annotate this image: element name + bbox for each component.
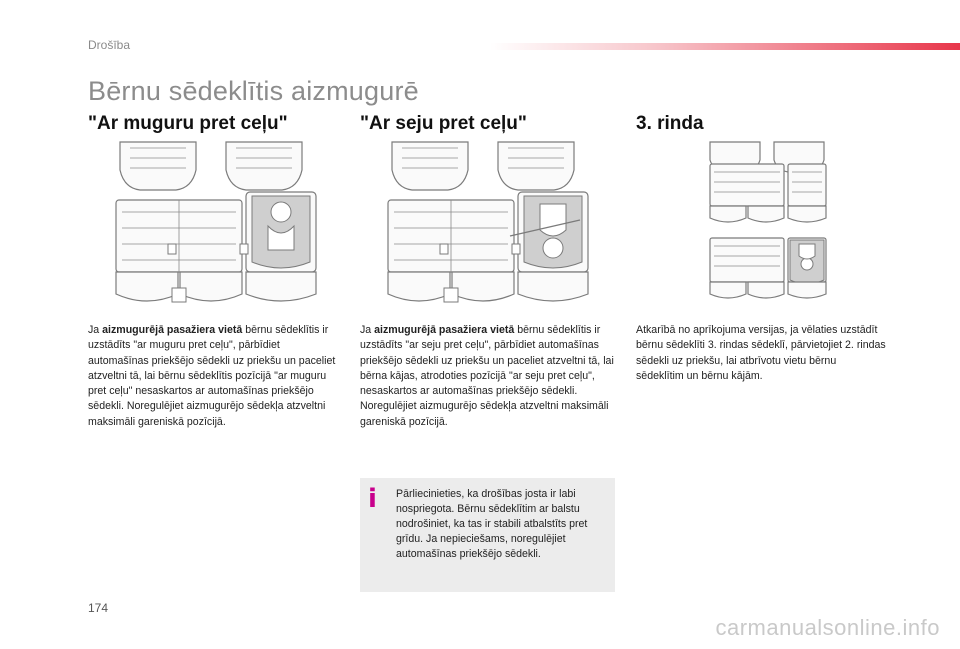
page-number: 174 — [88, 601, 109, 615]
header-accent-bar — [490, 43, 960, 50]
section-label: Drošība — [88, 38, 131, 52]
heading-rear-facing: "Ar muguru pret ceļu" — [88, 113, 288, 134]
heading-third-row: 3. rinda — [636, 113, 704, 134]
page-title: Bērnu sēdeklītis aizmugurē — [88, 76, 419, 106]
rear-facing-seat-illustration — [115, 141, 317, 303]
text-third-row: Atkarībā no aprīkojuma versijas, ja vēla… — [636, 324, 886, 382]
third-row-seat-illustration — [709, 141, 827, 299]
info-box: i Pārliecinieties, ka drošības josta ir … — [360, 478, 615, 592]
heading-forward-facing: "Ar seju pret ceļu" — [360, 113, 527, 134]
watermark[interactable]: carmanualsonline.info — [715, 615, 940, 640]
text-rear-facing: Ja aizmugurējā pasažiera vietā bērnu sēd… — [88, 324, 336, 428]
info-text: Pārliecinieties, ka drošības josta ir la… — [396, 488, 588, 560]
info-icon: i — [368, 484, 377, 514]
text-forward-facing: Ja aizmugurējā pasažiera vietā bērnu sēd… — [360, 324, 614, 428]
forward-facing-seat-illustration — [387, 141, 589, 303]
